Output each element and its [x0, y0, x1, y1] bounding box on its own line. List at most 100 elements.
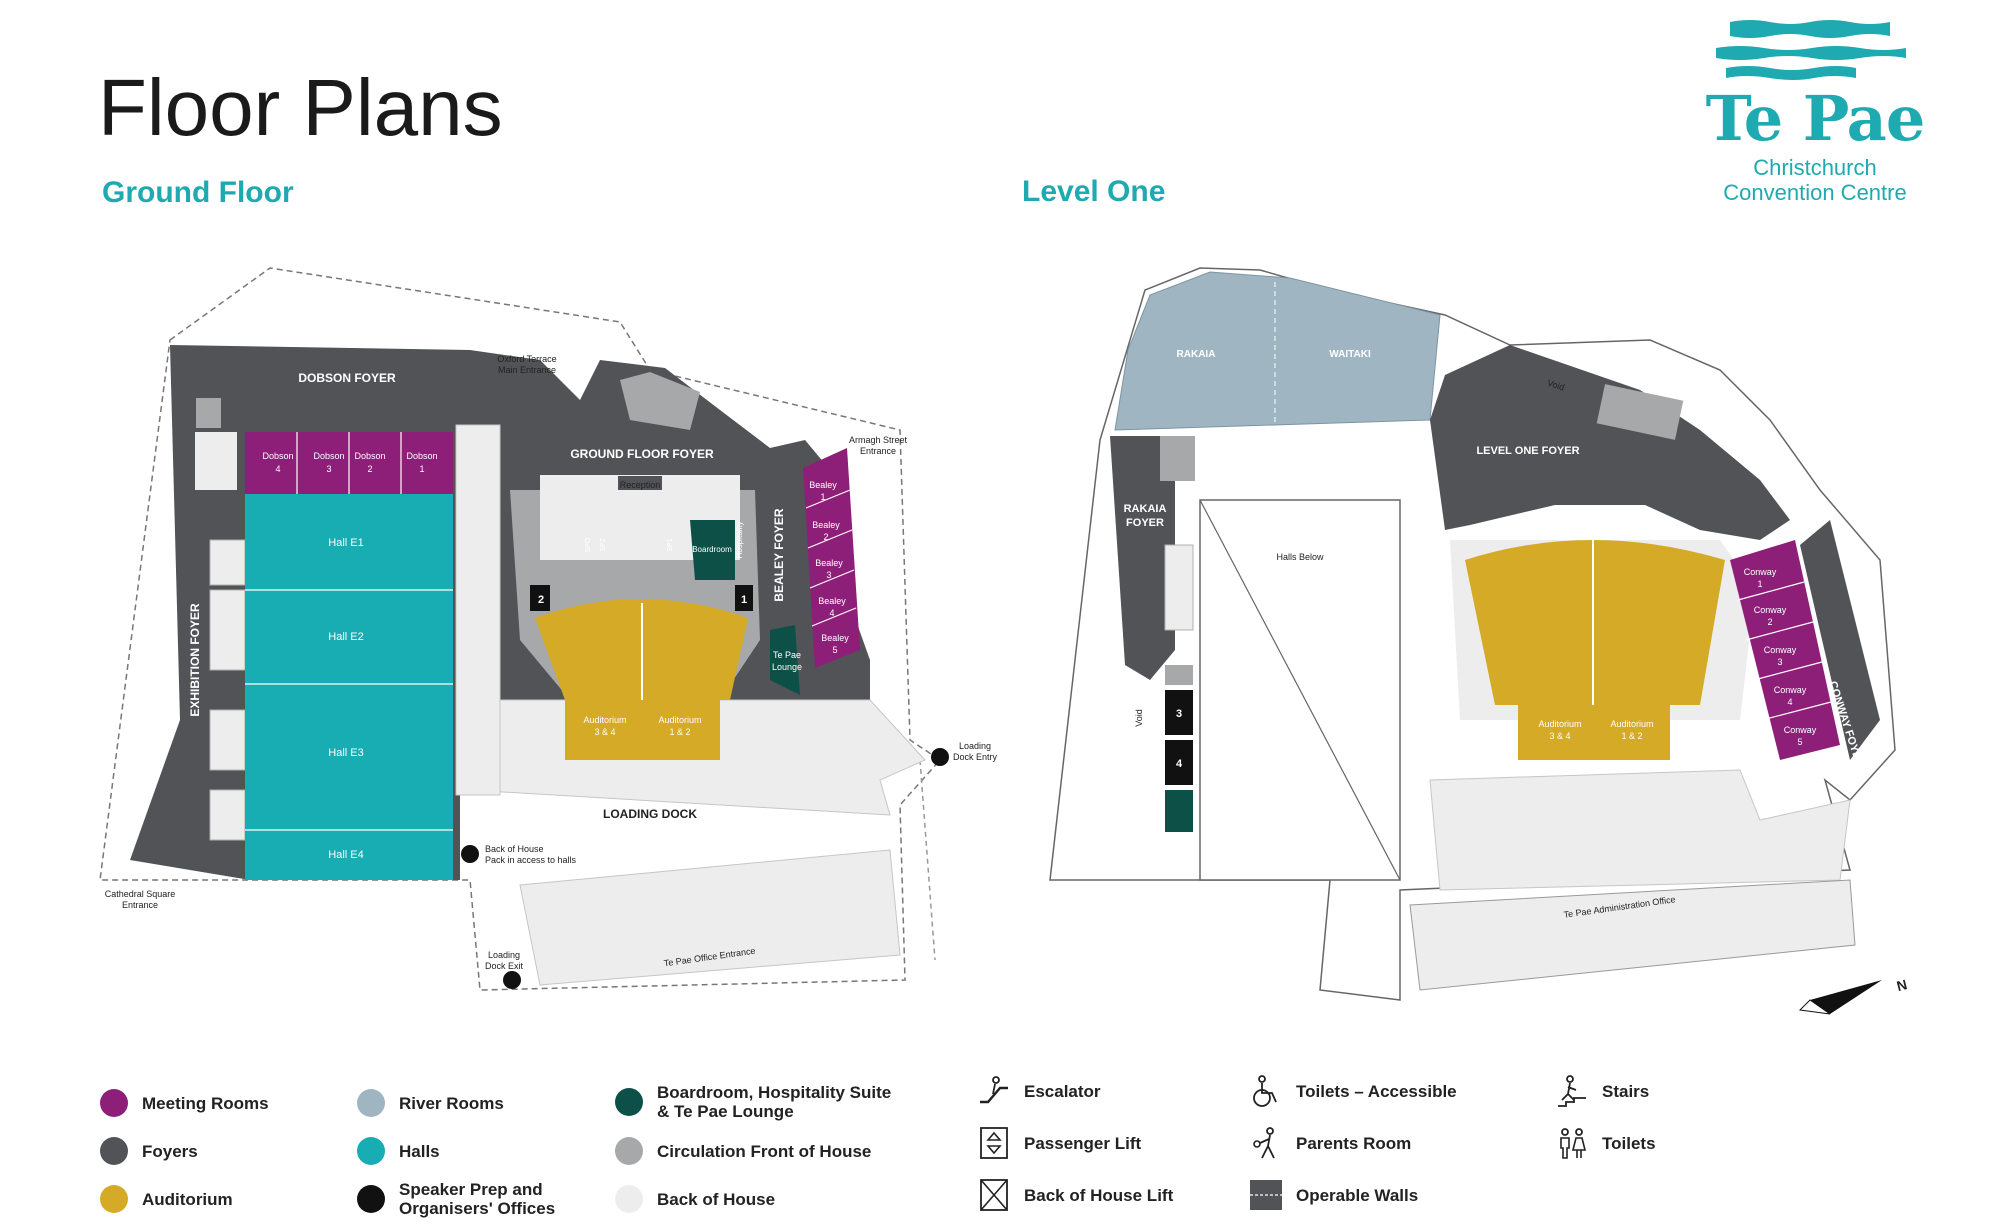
legend-label: River Rooms	[399, 1093, 504, 1113]
compass-rose	[1798, 980, 1882, 1015]
legend-label: Toilets – Accessible	[1296, 1081, 1457, 1101]
meeting-rooms-swatch	[100, 1089, 128, 1117]
speaker-prep-1	[735, 585, 753, 611]
toilet-block-1	[209, 539, 246, 586]
boh-marker	[461, 845, 479, 863]
legend-boh-lift: Back of House Lift	[978, 1178, 1173, 1212]
l1-auditorium-34-label-1: Auditorium	[1538, 719, 1581, 729]
bealey-3-num: 3	[826, 570, 831, 580]
legend-label: Circulation Front of House	[657, 1141, 872, 1161]
legend-label: Parents Room	[1296, 1133, 1412, 1153]
bealey-1-num: 1	[820, 492, 825, 502]
back-of-house-lift-icon	[980, 1179, 1008, 1211]
legend-label: Back of House Lift	[1024, 1185, 1174, 1205]
oxford-entrance-label-2: Main Entrance	[498, 365, 556, 375]
legend-foyers: Foyers	[100, 1137, 198, 1165]
exhibition-foyer-label: EXHIBITION FOYER	[188, 603, 202, 717]
te-pae-logo: Te Pae Christchurch Convention Centre	[1700, 14, 1930, 214]
speaker-prep-4	[1165, 740, 1193, 785]
boardroom-label: Boardroom	[692, 545, 732, 554]
halls-block	[245, 494, 453, 880]
reception-label: Reception	[620, 480, 661, 490]
halls-below-label: Halls Below	[1276, 552, 1324, 562]
level-one-boardroom	[1165, 790, 1193, 832]
legend-circulation: Circulation Front of House	[615, 1137, 871, 1165]
spo-label: SPO	[585, 537, 592, 552]
level-one-foyer-zone	[1430, 345, 1790, 540]
legend-label-line-2: Organisers' Offices	[399, 1199, 556, 1218]
sp1-label: SP1	[667, 538, 674, 551]
dobson-1-num: 1	[419, 464, 424, 474]
bealey-5-num: 5	[832, 645, 837, 655]
level-one-heading: Level One	[1022, 175, 1166, 208]
auditoriums-level-one	[1465, 540, 1725, 705]
auditorium-34-label-2: 3 & 4	[594, 727, 615, 737]
legend-label: Back of House	[657, 1189, 776, 1209]
dobson-foyer-label: DOBSON FOYER	[298, 371, 396, 385]
logo-waves	[1716, 20, 1906, 80]
loading-exit-marker	[503, 971, 521, 989]
cathedral-entrance-label-2: Entrance	[122, 900, 158, 910]
conway-3-name: Conway	[1764, 645, 1797, 655]
waitaki-room-label: WAITAKI	[1329, 349, 1371, 360]
conway-2-num: 2	[1767, 617, 1772, 627]
conway-5-num: 5	[1797, 737, 1802, 747]
auditorium-34-label-1: Auditorium	[583, 715, 626, 725]
loading-entry-label-1: Loading	[959, 741, 991, 751]
legend-operable-walls: Operable Walls	[1250, 1178, 1418, 1212]
level-one-foyer-label: LEVEL ONE FOYER	[1476, 445, 1579, 457]
dobson-4-num: 4	[275, 464, 280, 474]
rakaia-foyer-label-2: FOYER	[1126, 517, 1164, 529]
dobson-1-name: Dobson	[406, 451, 437, 461]
back-of-house-corridor	[455, 424, 501, 796]
l1-auditorium-34-label-2: 3 & 4	[1549, 731, 1570, 741]
rakaia-foyer-label-1: RAKAIA	[1124, 503, 1167, 515]
oxford-stairs	[620, 372, 700, 430]
loading-exit-label-1: Loading	[488, 950, 520, 960]
te-pae-lounge-block	[770, 625, 800, 695]
speaker-prep-2	[530, 585, 550, 611]
toilets-icon	[1560, 1128, 1587, 1159]
logo-name: Te Pae	[1705, 82, 1926, 155]
admin-office-block	[1409, 879, 1856, 991]
legend-toilets: Toilets	[1556, 1126, 1656, 1160]
conway-1-num: 1	[1757, 579, 1762, 589]
legend-stairs: Stairs	[1556, 1074, 1649, 1108]
auditorium-lobby	[540, 475, 740, 560]
auditorium-stage-ground	[565, 700, 720, 760]
te-pae-lounge-label-2: Lounge	[772, 662, 802, 672]
legend-auditorium: Auditorium	[100, 1185, 233, 1213]
river-rooms-swatch	[357, 1089, 385, 1117]
office-block	[519, 849, 901, 986]
rakaia-room-label: RAKAIA	[1177, 349, 1216, 360]
legend-label: Toilets	[1602, 1133, 1656, 1153]
cathedral-entrance-label-1: Cathedral Square	[105, 889, 176, 899]
legend-accessible-toilets: Toilets – Accessible	[1250, 1074, 1457, 1108]
legend-label: Foyers	[142, 1141, 198, 1161]
boardroom-block	[690, 520, 735, 580]
legend-halls: Halls	[357, 1137, 440, 1165]
legend-label-line-1: Speaker Prep and	[399, 1180, 543, 1199]
toilet-block-3	[209, 709, 246, 771]
passenger-lift-icon	[980, 1127, 1008, 1159]
conway-5-name: Conway	[1784, 725, 1817, 735]
hall-e1-label: Hall E1	[328, 537, 363, 549]
dobson-3-num: 3	[326, 464, 331, 474]
armagh-entrance-label-2: Entrance	[860, 446, 896, 456]
service-block-1	[195, 432, 237, 490]
sp2-label: SP2	[600, 538, 607, 551]
foyers-swatch	[100, 1137, 128, 1165]
parents-room-icon	[1253, 1127, 1275, 1159]
legend-boardroom: Boardroom, Hospitality Suite & Te Pae Lo…	[615, 1083, 891, 1121]
conway-foyer-zone	[1800, 520, 1880, 760]
legend-river-rooms: River Rooms	[357, 1089, 504, 1117]
dobson-3-name: Dobson	[313, 451, 344, 461]
dobson-2-name: Dobson	[354, 451, 385, 461]
river-rooms-block	[1114, 271, 1441, 431]
level-one-plan	[1049, 267, 1896, 1015]
logo-line-1: Christchurch	[1753, 155, 1877, 180]
bealey-4-name: Bealey	[818, 596, 846, 606]
page-title: Floor Plans	[98, 63, 503, 152]
loading-dock-label: LOADING DOCK	[603, 807, 697, 821]
